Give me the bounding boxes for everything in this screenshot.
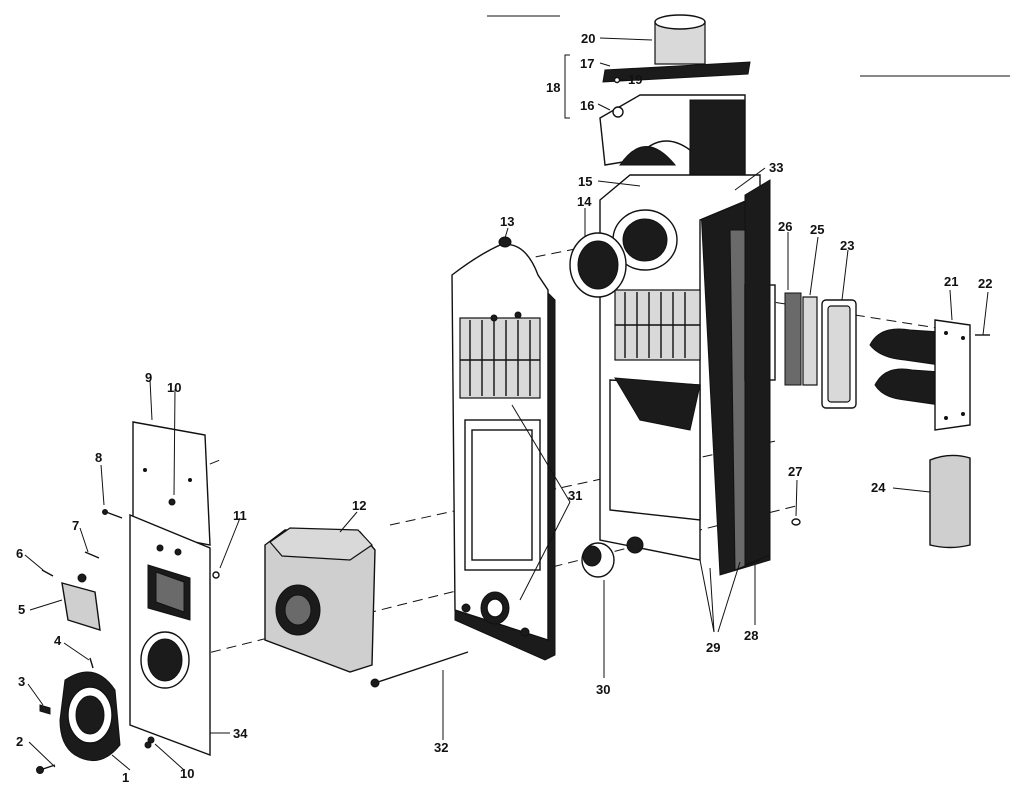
label-part-34: 34 — [233, 726, 248, 741]
observation-door-body — [61, 582, 101, 631]
flue-collar-top — [654, 14, 706, 30]
label-part-9: 9 — [145, 370, 152, 385]
label-part-19: 19 — [628, 72, 642, 87]
front-section-grate — [459, 317, 541, 399]
front-section-fire-door-inner — [471, 429, 533, 561]
label-part-31: 31 — [568, 488, 582, 503]
plug-body — [791, 518, 801, 526]
label-part-15: 15 — [578, 174, 592, 189]
label-part-16: 16 — [580, 98, 594, 113]
burner-mounting-flange-part-1 — [59, 671, 121, 762]
clip-part-3 — [39, 704, 51, 715]
label-part-17: 17 — [580, 56, 594, 71]
flue-hood-bolt-hole — [612, 106, 624, 118]
screw-part-10-upper — [168, 498, 176, 506]
combustion-chamber-top — [269, 527, 373, 561]
front-section-return-port-bore — [486, 598, 504, 618]
label-part-22: 22 — [978, 276, 992, 291]
label-part-6: 6 — [16, 546, 23, 561]
label-part-27: 27 — [788, 464, 802, 479]
label-part-2: 2 — [16, 734, 23, 749]
label-part-26: 26 — [778, 219, 792, 234]
label-part-28: 28 — [744, 628, 758, 643]
mounting-plate-screw — [144, 741, 152, 749]
tie-rod-head — [370, 678, 380, 688]
label-part-8: 8 — [95, 450, 102, 465]
section-firebox-shadow — [614, 377, 701, 431]
cover-plate-body — [929, 454, 971, 549]
gasket-part-26 — [784, 292, 802, 386]
label-part-29: 29 — [706, 640, 720, 655]
label-part-13: 13 — [500, 214, 514, 229]
insulation-panel-part-9 — [132, 421, 211, 546]
coil-mounting-plate — [934, 319, 971, 431]
mounting-plate-door-inner — [155, 571, 185, 613]
mounting-plate-burner-hole-shade — [147, 638, 183, 682]
combustion-chamber-opening-inner — [284, 594, 312, 626]
label-part-23: 23 — [840, 238, 854, 253]
label-part-4: 4 — [54, 633, 62, 648]
label-part-21: 21 — [944, 274, 958, 289]
label-part-3: 3 — [18, 674, 25, 689]
front-section-part-13 — [451, 236, 556, 661]
plug-part-27 — [791, 518, 801, 526]
label-part-5: 5 — [18, 602, 25, 617]
bracket-part-18 — [564, 54, 570, 119]
label-part-32: 32 — [434, 740, 448, 755]
label-part-18: 18 — [546, 80, 560, 95]
cleanout-gaskets — [784, 292, 857, 409]
push-nipple-shade — [582, 545, 602, 567]
tankless-coil-part-21 — [869, 319, 990, 431]
push-nipple-part-30 — [581, 542, 615, 578]
cover-plate-part-24 — [929, 454, 971, 549]
screw-part-6 — [41, 569, 54, 577]
front-section-fire-door — [464, 419, 541, 571]
front-section-lifting-lug — [498, 236, 512, 248]
smoke-collar-inner — [577, 240, 619, 290]
label-part-7: 7 — [72, 518, 79, 533]
combustion-chamber-part-12 — [264, 527, 376, 673]
section-grate — [614, 289, 701, 361]
smoke-collar-part-14 — [569, 232, 627, 298]
screw-part-8 — [105, 511, 123, 519]
observation-door-hinge — [77, 573, 87, 583]
burner-flange-bore — [75, 695, 105, 735]
gasket-frame-inner — [827, 305, 851, 403]
pin-part-4 — [89, 657, 94, 669]
flue-outlet-assembly — [487, 14, 1010, 176]
label-part-20: 20 — [581, 31, 595, 46]
part-number-labels: 1 2 3 4 5 6 7 8 9 10 10 11 12 13 14 15 1… — [16, 31, 992, 785]
gasket-part-25 — [802, 296, 818, 386]
observation-door-part-5 — [61, 573, 101, 631]
flue-plate-part-17 — [602, 61, 751, 83]
section-flue-bore — [622, 218, 668, 262]
label-part-30: 30 — [596, 682, 610, 697]
label-part-24: 24 — [871, 480, 886, 495]
flue-hood-shaded-side — [689, 99, 746, 176]
section-bottom-lug — [626, 536, 644, 554]
flue-hood-arch — [619, 146, 677, 166]
label-part-12: 12 — [352, 498, 366, 513]
section-end-plate-part-28 — [744, 179, 771, 566]
coil-loop-lower — [874, 368, 941, 406]
leader-lines — [24, 37, 989, 771]
label-part-11: 11 — [233, 508, 247, 523]
label-part-10-upper: 10 — [167, 380, 181, 395]
label-part-14: 14 — [577, 194, 592, 209]
screw-part-10-lower — [147, 736, 155, 744]
label-part-25: 25 — [810, 222, 824, 237]
coil-loop-upper — [869, 328, 941, 366]
label-part-1: 1 — [122, 770, 129, 785]
pin-part-7 — [84, 551, 100, 559]
front-jacket-plate — [129, 421, 211, 757]
tie-rod-part-32 — [370, 651, 469, 688]
label-part-33: 33 — [769, 160, 783, 175]
heat-exchanger-section — [599, 174, 776, 576]
plug-part-11 — [212, 571, 220, 579]
tie-rod-body — [377, 651, 469, 683]
label-part-10-lower: 10 — [180, 766, 194, 781]
washer-part-19 — [613, 76, 621, 84]
